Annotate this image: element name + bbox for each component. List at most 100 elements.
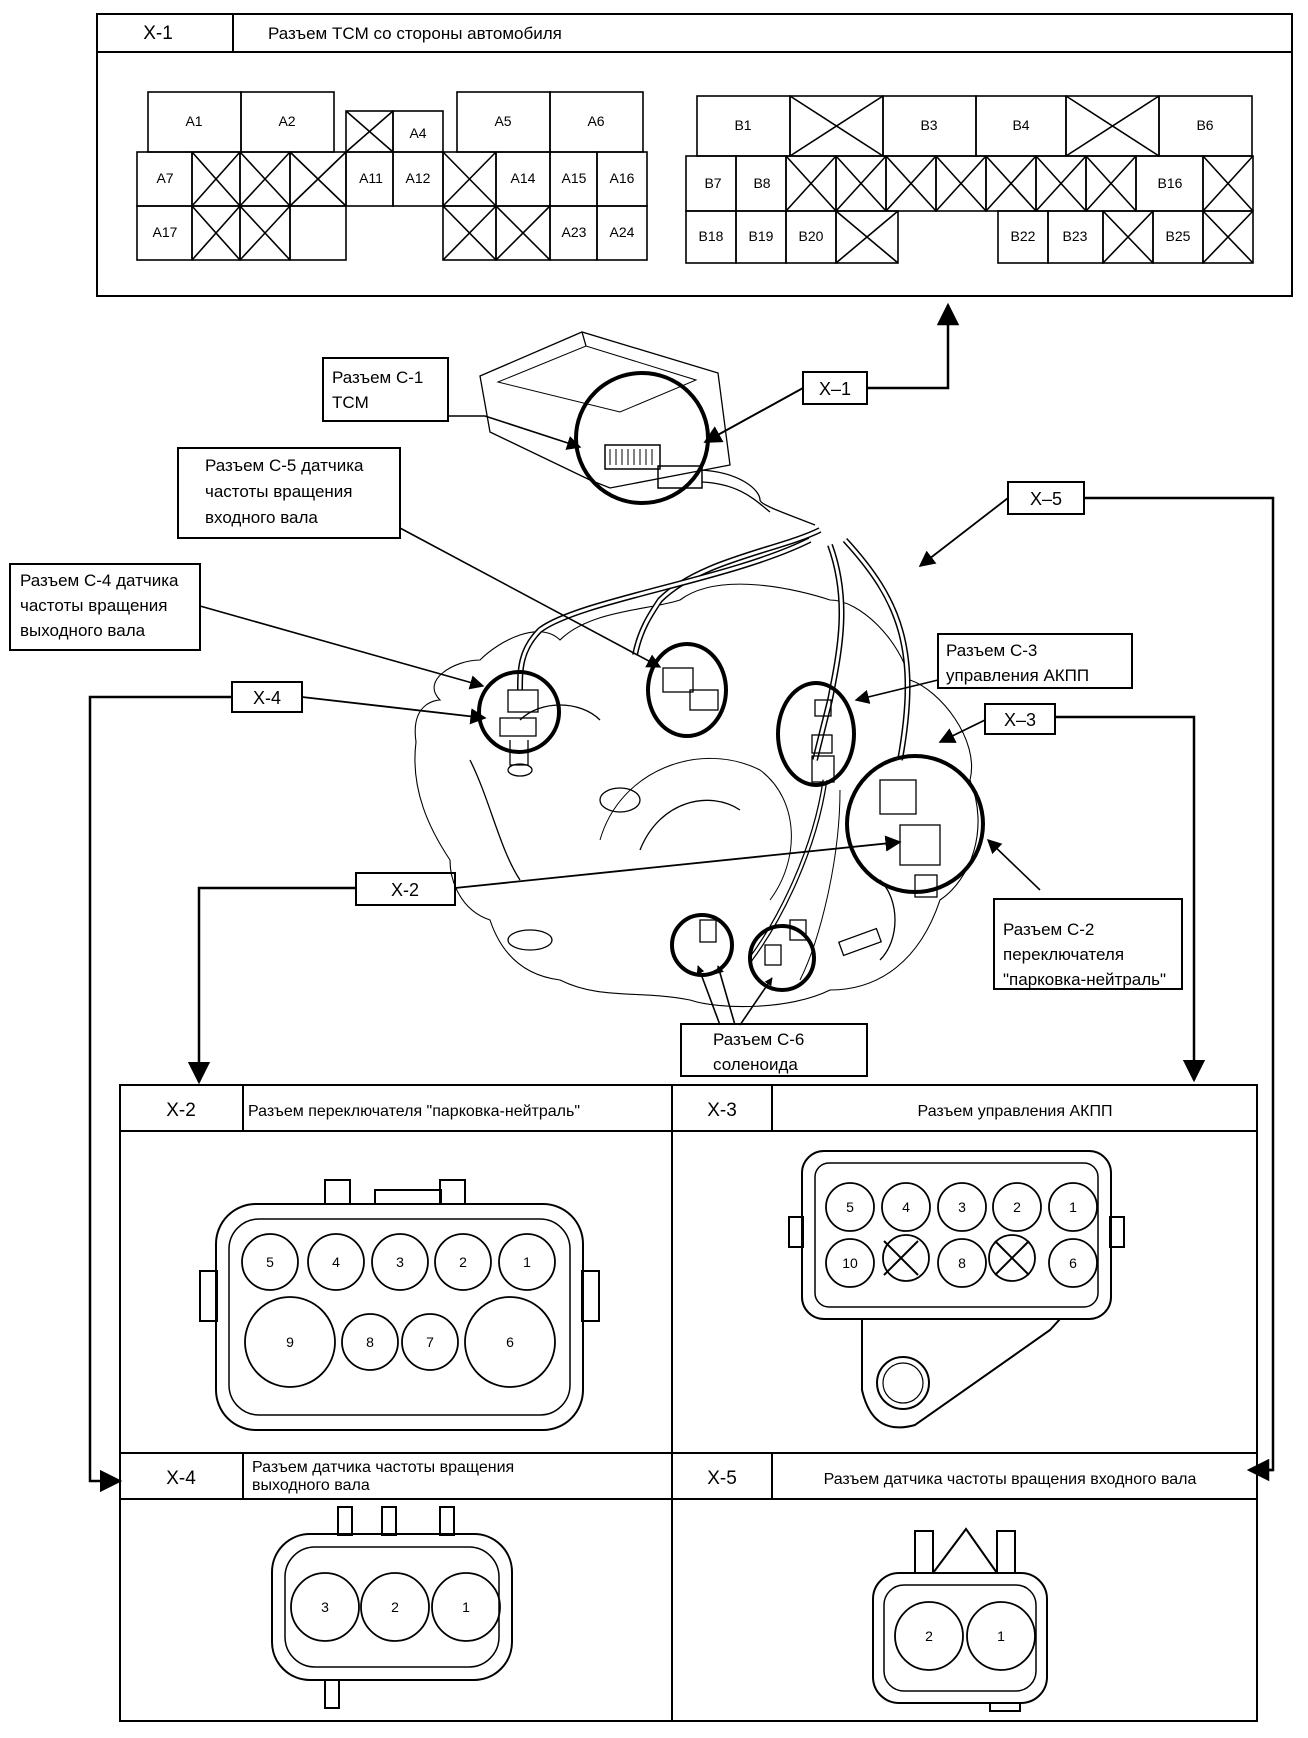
x4-connector-drawing xyxy=(271,1506,513,1709)
x1-pin-a7: A7 xyxy=(156,170,173,186)
x5-panel-id: X-5 xyxy=(707,1468,737,1489)
x1-pin-a1: A1 xyxy=(185,113,202,129)
x2-pin-9: 9 xyxy=(286,1334,294,1350)
x1-pin-b7: B7 xyxy=(704,175,721,191)
x2-pin-4: 4 xyxy=(332,1254,340,1270)
x3-empty-cavity-1 xyxy=(882,1234,930,1282)
x1-pin-b22: B22 xyxy=(1011,228,1036,244)
x1-pin-a4: A4 xyxy=(409,125,426,141)
callout-leader-lines xyxy=(199,415,1041,1026)
x3-pin-circle-2 xyxy=(992,1182,1042,1232)
x3-panel-id: X-3 xyxy=(707,1100,737,1121)
x3-pin-5: 5 xyxy=(846,1199,854,1215)
x1-pin-b23: B23 xyxy=(1063,228,1088,244)
callout-c2-line-2: переключателя xyxy=(1003,945,1124,964)
x4-pin-circle-2 xyxy=(360,1572,430,1642)
x5-connector-drawing xyxy=(872,1527,1048,1712)
x1-pin-a24: A24 xyxy=(610,224,635,240)
x1-pin-b16: B16 xyxy=(1158,175,1183,191)
callout-c5-line-2: частоты вращения xyxy=(205,482,353,501)
x2-pin-circle-4 xyxy=(307,1233,365,1291)
lower-panel-frame xyxy=(119,1084,1258,1722)
x3-pin-circle-4 xyxy=(881,1182,931,1232)
x-tag-routing xyxy=(88,496,1275,1493)
x3-pin-circle-8 xyxy=(937,1238,987,1288)
x2-pin-6: 6 xyxy=(506,1334,514,1350)
callout-c6-line-1: Разъем С-6 xyxy=(713,1030,804,1049)
x2-pin-circle-2 xyxy=(434,1233,492,1291)
connector-b-block xyxy=(685,95,1254,264)
x4-panel-id: X-4 xyxy=(166,1468,196,1489)
x2-pin-8: 8 xyxy=(366,1334,374,1350)
x1-pin-b19: B19 xyxy=(749,228,774,244)
x3-pin-circle-10 xyxy=(825,1238,875,1288)
x4-pin-3: 3 xyxy=(321,1599,329,1615)
x-tag-boxes xyxy=(231,371,1085,906)
x1-panel-title: Разъем TCM со стороны автомобиля xyxy=(268,24,562,43)
tag-x4: X-4 xyxy=(253,688,281,708)
x2-pin-1: 1 xyxy=(523,1254,531,1270)
x3-pin-circle-5 xyxy=(825,1182,875,1232)
callout-c4-line-1: Разъем С-4 датчика xyxy=(20,571,179,590)
x1-pin-b1: B1 xyxy=(734,117,751,133)
x3-pin-10: 10 xyxy=(842,1255,858,1271)
x1-pin-b20: B20 xyxy=(799,228,824,244)
x3-pin-6: 6 xyxy=(1069,1255,1077,1271)
x3-pin-circle-1 xyxy=(1048,1182,1098,1232)
callout-c4-line-3: выходного вала xyxy=(20,621,146,640)
x1-pin-b25: B25 xyxy=(1166,228,1191,244)
x3-pin-3: 3 xyxy=(958,1199,966,1215)
x3-pin-circle-3 xyxy=(937,1182,987,1232)
tag-x1: X–1 xyxy=(819,379,851,399)
x3-pin-1: 1 xyxy=(1069,1199,1077,1215)
x1-pin-b4: B4 xyxy=(1012,117,1029,133)
x3-pin-4: 4 xyxy=(902,1199,910,1215)
x5-pin-2: 2 xyxy=(925,1628,933,1644)
x2-pin-circle-8 xyxy=(341,1313,399,1371)
x2-pin-7: 7 xyxy=(426,1334,434,1350)
callout-boxes xyxy=(9,357,1183,1077)
x4-pin-1: 1 xyxy=(462,1599,470,1615)
callout-c6-line-2: соленоида xyxy=(713,1055,798,1074)
x2-pin-circle-5 xyxy=(241,1233,299,1291)
x1-pin-b6: B6 xyxy=(1196,117,1213,133)
x1-arrow xyxy=(703,302,960,443)
connector-a-block xyxy=(136,91,648,261)
callout-c2-line-1: Разъем С-2 xyxy=(1003,920,1094,939)
callout-c3-line-1: Разъем С-3 xyxy=(946,641,1037,660)
x2-pin-circle-3 xyxy=(371,1233,429,1291)
x1-panel: X-1 Разъем TCM со стороны автомобиля xyxy=(96,13,1293,297)
callout-c2-line-3: "парковка-нейтраль" xyxy=(1003,970,1166,989)
x5-pin-circle-2 xyxy=(894,1601,964,1671)
x2-pin-circle-7 xyxy=(401,1313,459,1371)
x1-pin-a2: A2 xyxy=(278,113,295,129)
x2-panel-id: X-2 xyxy=(166,1100,196,1121)
x1-pin-b18: B18 xyxy=(699,228,724,244)
x2-panel-title: Разъем переключателя "парковка-нейтраль" xyxy=(248,1103,580,1120)
x3-pin-circle-6 xyxy=(1048,1238,1098,1288)
x5-pin-1: 1 xyxy=(997,1628,1005,1644)
x1-panel-id: X-1 xyxy=(143,23,173,44)
x3-connector-drawing xyxy=(788,1150,1125,1429)
x1-pin-a12: A12 xyxy=(406,170,431,186)
callout-c5-line-3: входного вала xyxy=(205,508,318,527)
x1-pin-a14: A14 xyxy=(511,170,536,186)
x1-pin-b8: B8 xyxy=(753,175,770,191)
tag-x2: X-2 xyxy=(391,880,419,900)
x3-panel-title: Разъем управления АКПП xyxy=(918,1103,1113,1120)
callout-c4-line-2: частоты вращения xyxy=(20,596,168,615)
x3-pin-2: 2 xyxy=(1013,1199,1021,1215)
x1-pin-a11: A11 xyxy=(359,170,383,186)
x2-pin-circle-6 xyxy=(464,1296,556,1388)
callout-c1-line-1: Разъем С-1 xyxy=(332,368,423,387)
x4-pin-circle-3 xyxy=(290,1572,360,1642)
transmission-illustration xyxy=(414,331,979,1008)
x1-pin-a17: A17 xyxy=(153,224,178,240)
callout-c5-line-1: Разъем С-5 датчика xyxy=(205,456,364,475)
